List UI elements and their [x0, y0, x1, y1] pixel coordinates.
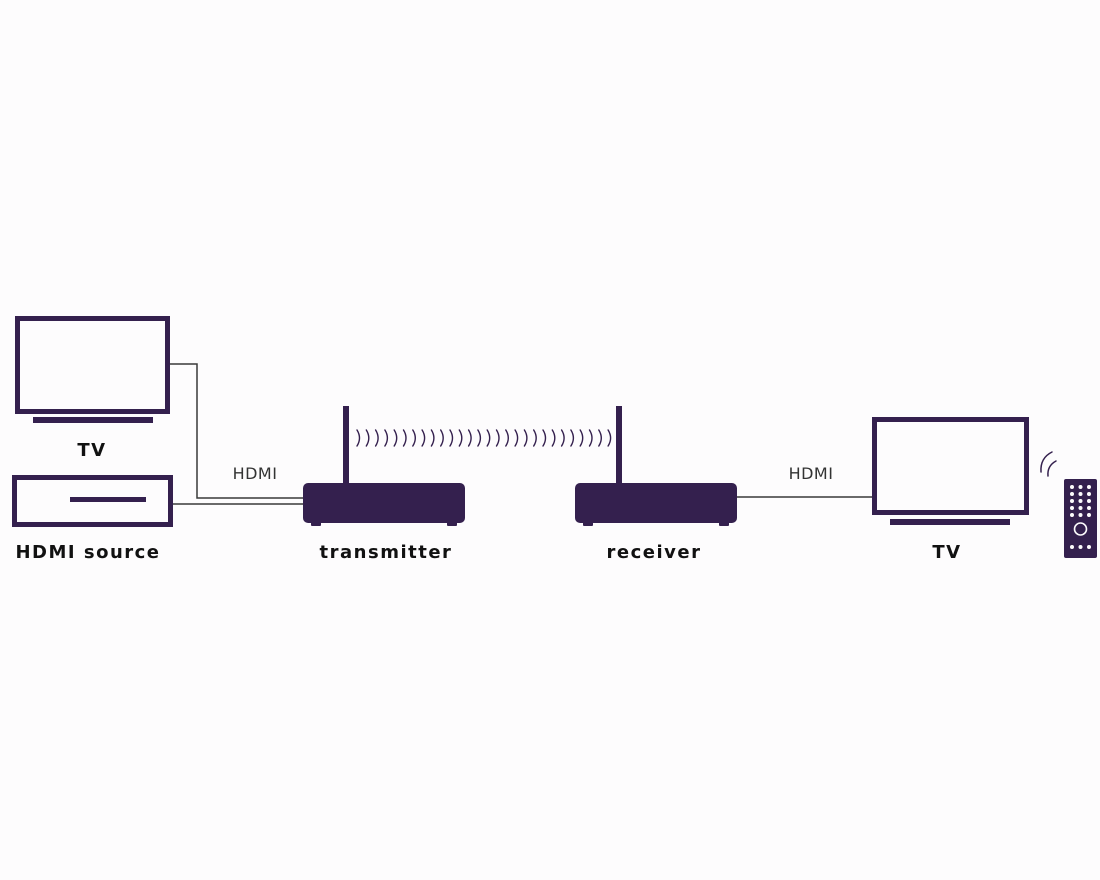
remote-button	[1070, 492, 1074, 496]
cable-tv-to-transmitter	[170, 363, 304, 499]
tv-right-label: TV	[932, 542, 961, 563]
signal-wave	[551, 429, 556, 447]
remote-button	[1087, 506, 1091, 510]
hdmi-source-icon	[12, 475, 173, 527]
signal-wave	[440, 429, 444, 447]
signal-wave	[421, 429, 426, 447]
remote-button	[1087, 485, 1091, 489]
signal-wave	[393, 429, 398, 447]
transmitter-icon	[303, 406, 465, 526]
signal-wave	[579, 429, 584, 447]
signal-wave	[477, 429, 482, 447]
tv-right-icon	[872, 417, 1029, 525]
remote-button	[1070, 506, 1074, 510]
remote-button	[1087, 492, 1091, 496]
remote-button	[1087, 499, 1091, 503]
remote-button	[1070, 485, 1074, 489]
signal-wave	[514, 429, 519, 447]
hdmi-source-label: HDMI source	[15, 542, 160, 563]
signal-wave	[523, 429, 528, 447]
remote-button	[1070, 499, 1074, 503]
remote-button	[1070, 545, 1074, 549]
signal-wave	[570, 429, 575, 447]
signal-wave	[384, 429, 389, 447]
signal-wave	[430, 429, 435, 447]
signal-wave	[356, 429, 361, 447]
transmitter-label: transmitter	[320, 542, 453, 563]
cables	[170, 363, 874, 505]
remote-button	[1087, 545, 1091, 549]
signal-wave	[365, 429, 370, 447]
remote-control-icon	[1040, 451, 1097, 558]
signal-wave	[533, 429, 537, 447]
tv-left-icon	[15, 316, 170, 423]
signal-wave	[607, 429, 612, 447]
signal-wave	[598, 429, 602, 447]
wireless-signal-icon	[356, 429, 612, 447]
remote-button	[1078, 545, 1083, 549]
signal-wave	[542, 429, 547, 447]
signal-wave	[486, 429, 491, 447]
remote-button	[1078, 506, 1083, 510]
remote-button	[1078, 492, 1083, 496]
signal-wave	[402, 429, 407, 447]
signal-wave	[458, 429, 463, 447]
signal-wave	[495, 429, 500, 447]
signal-wave	[449, 429, 454, 447]
signal-wave	[560, 429, 565, 447]
receiver-icon	[575, 406, 737, 526]
tv-left-label: TV	[77, 440, 106, 461]
cable-label-left: HDMI	[233, 464, 278, 483]
signal-wave	[374, 429, 379, 447]
remote-signal-icon	[1040, 451, 1057, 477]
cable-label-right: HDMI	[789, 464, 834, 483]
remote-button	[1078, 485, 1083, 489]
remote-button	[1078, 513, 1083, 517]
receiver-label: receiver	[607, 542, 702, 563]
remote-button	[1087, 513, 1091, 517]
signal-wave	[588, 429, 593, 447]
signal-wave	[412, 429, 416, 447]
signal-wave	[505, 429, 509, 447]
signal-wave	[467, 429, 472, 447]
remote-button	[1078, 499, 1083, 503]
remote-button	[1070, 513, 1074, 517]
